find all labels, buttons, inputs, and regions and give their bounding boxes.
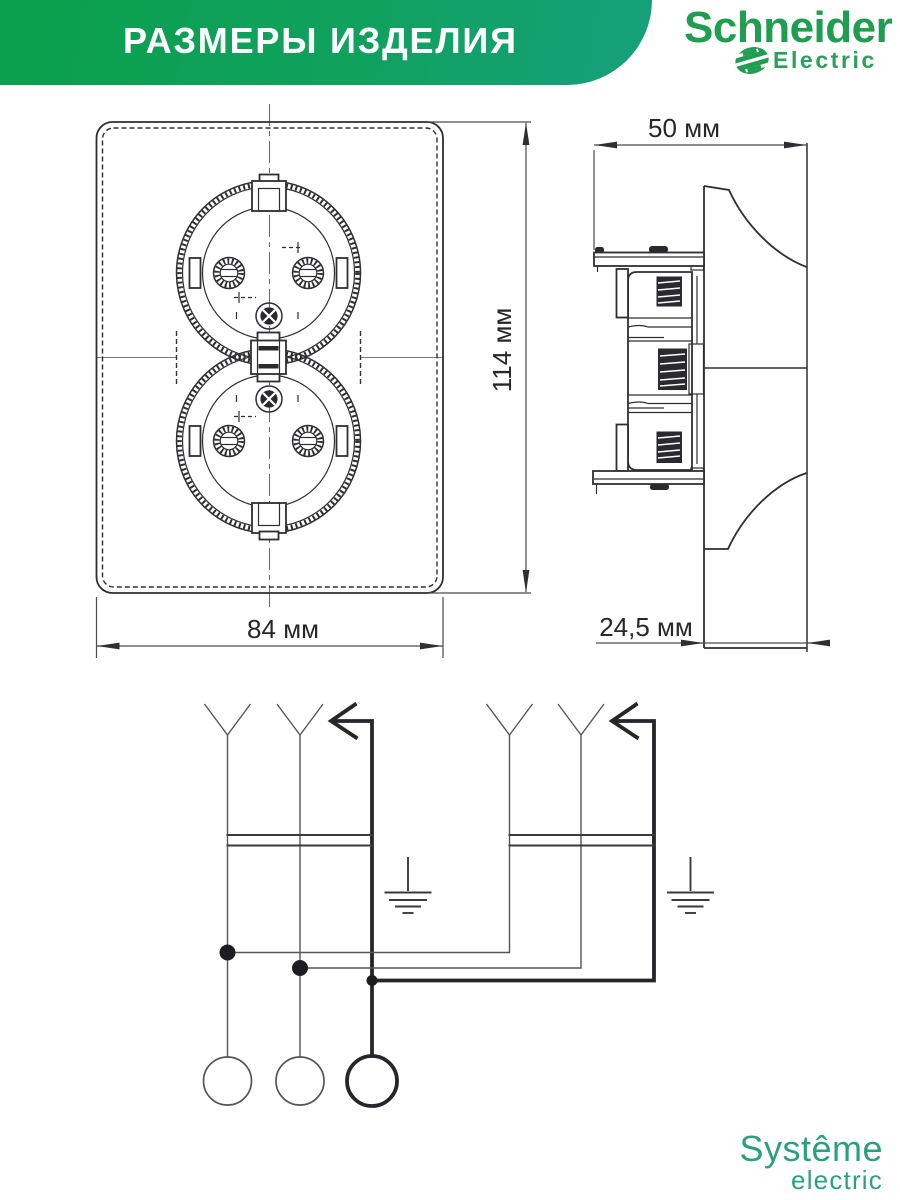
ground-symbol-left [384,857,432,914]
slot-left [188,425,202,457]
terminal-bus-right [508,834,655,847]
systeme-wordmark: Systême [739,1128,883,1169]
terminal-screw-bottom [656,431,682,463]
dimension-depth: 50 мм [593,113,807,250]
slot-right [335,425,349,457]
front-view: 114 мм 84 мм [95,104,531,658]
fork-terminal [557,703,605,737]
socket-top [175,173,362,366]
fork-terminal [485,703,534,737]
cover-plate [95,121,444,594]
dim-depth-label: 50 мм [648,113,720,143]
schneider-electric-logo: Schneider Electric [684,6,894,75]
wiring-right-socket [227,701,714,983]
fork-terminal [203,703,252,737]
dim-width-label: 84 мм [247,614,319,644]
dimension-height: 114 мм [428,121,531,594]
schneider-wordmark: Schneider [684,3,893,52]
pin-hole-left [212,424,246,458]
terminal-bus-left [226,834,373,847]
earth-clip-top [251,173,287,212]
side-mechanism [592,246,705,494]
center-block [250,331,287,383]
terminal-screw-top [656,276,682,307]
systeme-electric-label: electric [791,1165,883,1195]
side-plate [703,143,808,652]
pin-hole-left [212,256,246,290]
earth-clip-bottom [251,502,287,541]
header-banner: РАЗМЕРЫ ИЗДЕЛИЯ [0,0,652,85]
flange-top [593,246,705,272]
screw-bottom-socket [255,385,283,413]
claw-bottom [615,423,629,472]
conductor-circle-2 [275,1056,325,1106]
terminal-screw-mid [658,348,687,390]
ground-symbol-right [667,857,714,914]
pin-hole-right [291,424,325,458]
junction-dot [292,960,308,976]
schneider-logo-icon [733,46,771,75]
tick-marks-bottom [234,395,299,422]
claw-top [615,268,629,319]
systeme-electric-logo: Systême electric [739,1128,883,1195]
slot-right [335,257,349,289]
side-view: 50 мм 24,5 мм [592,113,830,652]
junction-dot [219,944,236,961]
wiring-left-socket [203,701,432,1057]
flange-bottom [592,470,705,494]
conductor-circle-1 [202,1056,253,1106]
junction-dot [366,975,378,986]
dim-plate-depth-label: 24,5 мм [599,612,693,642]
pin-hole-right [291,256,325,290]
line-arrow-right [372,701,656,983]
screw-top-socket [255,302,283,330]
bulge-tangent-lines [175,331,362,387]
conductor-circle-3 [345,1054,399,1108]
line-arrow-left [327,701,374,1057]
dimension-width: 84 мм [95,597,444,658]
schneider-electric-label: Electric [773,47,877,73]
tick-marks-top [234,242,303,319]
fork-terminal [276,703,324,737]
page-title: РАЗМЕРЫ ИЗДЕЛИЯ [123,19,518,61]
slot-left [188,257,202,289]
dim-height-label: 114 мм [487,308,517,392]
dimension-plate-depth: 24,5 мм [596,612,830,647]
wiring-diagram [202,701,714,1108]
